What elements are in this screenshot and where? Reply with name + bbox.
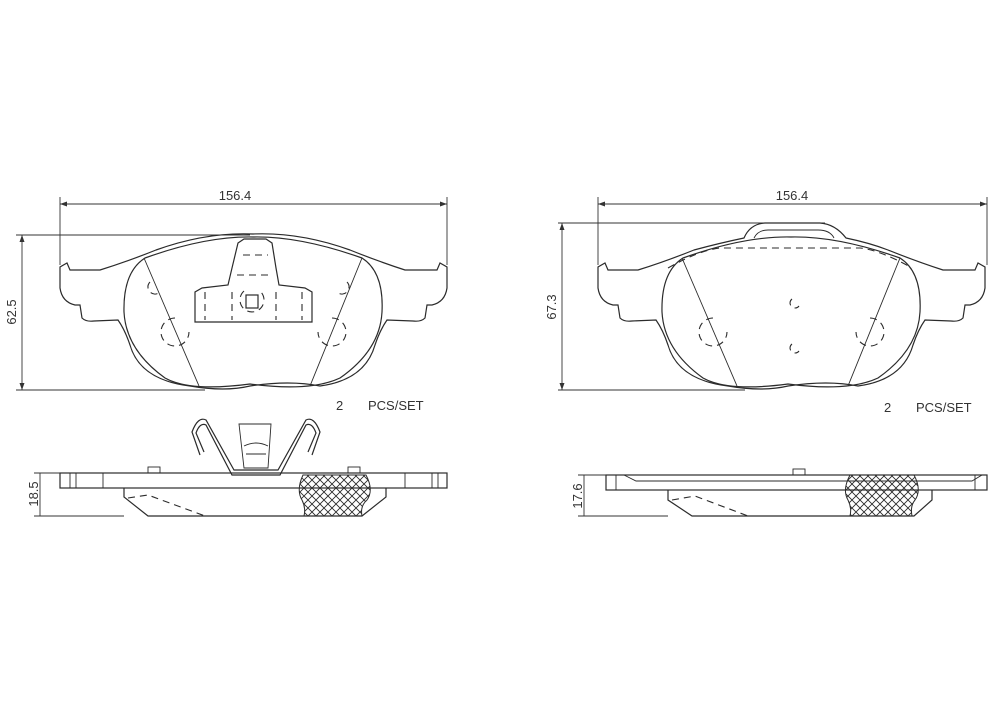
quantity-number-left: 2 — [336, 398, 343, 413]
quantity-unit-left: PCS/SET — [368, 398, 424, 413]
quantity-unit-right: PCS/SET — [916, 400, 972, 415]
right-pad-front-view: 156.4 67.3 2 PCS/SET — [544, 188, 988, 415]
left-pad-front-view: 156.4 62.5 2 PCS/SET — [4, 188, 448, 413]
quantity-number-right: 2 — [884, 400, 891, 415]
width-dimension-left: 156.4 — [219, 188, 252, 203]
thickness-dimension-left: 18.5 — [26, 481, 41, 506]
height-dimension-left: 62.5 — [4, 299, 19, 324]
thickness-dimension-right: 17.6 — [570, 483, 585, 508]
width-dimension-right: 156.4 — [776, 188, 809, 203]
left-pad-side-view: 18.5 — [26, 418, 448, 517]
height-dimension-right: 67.3 — [544, 294, 559, 319]
right-pad-side-view: 17.6 — [570, 468, 988, 517]
